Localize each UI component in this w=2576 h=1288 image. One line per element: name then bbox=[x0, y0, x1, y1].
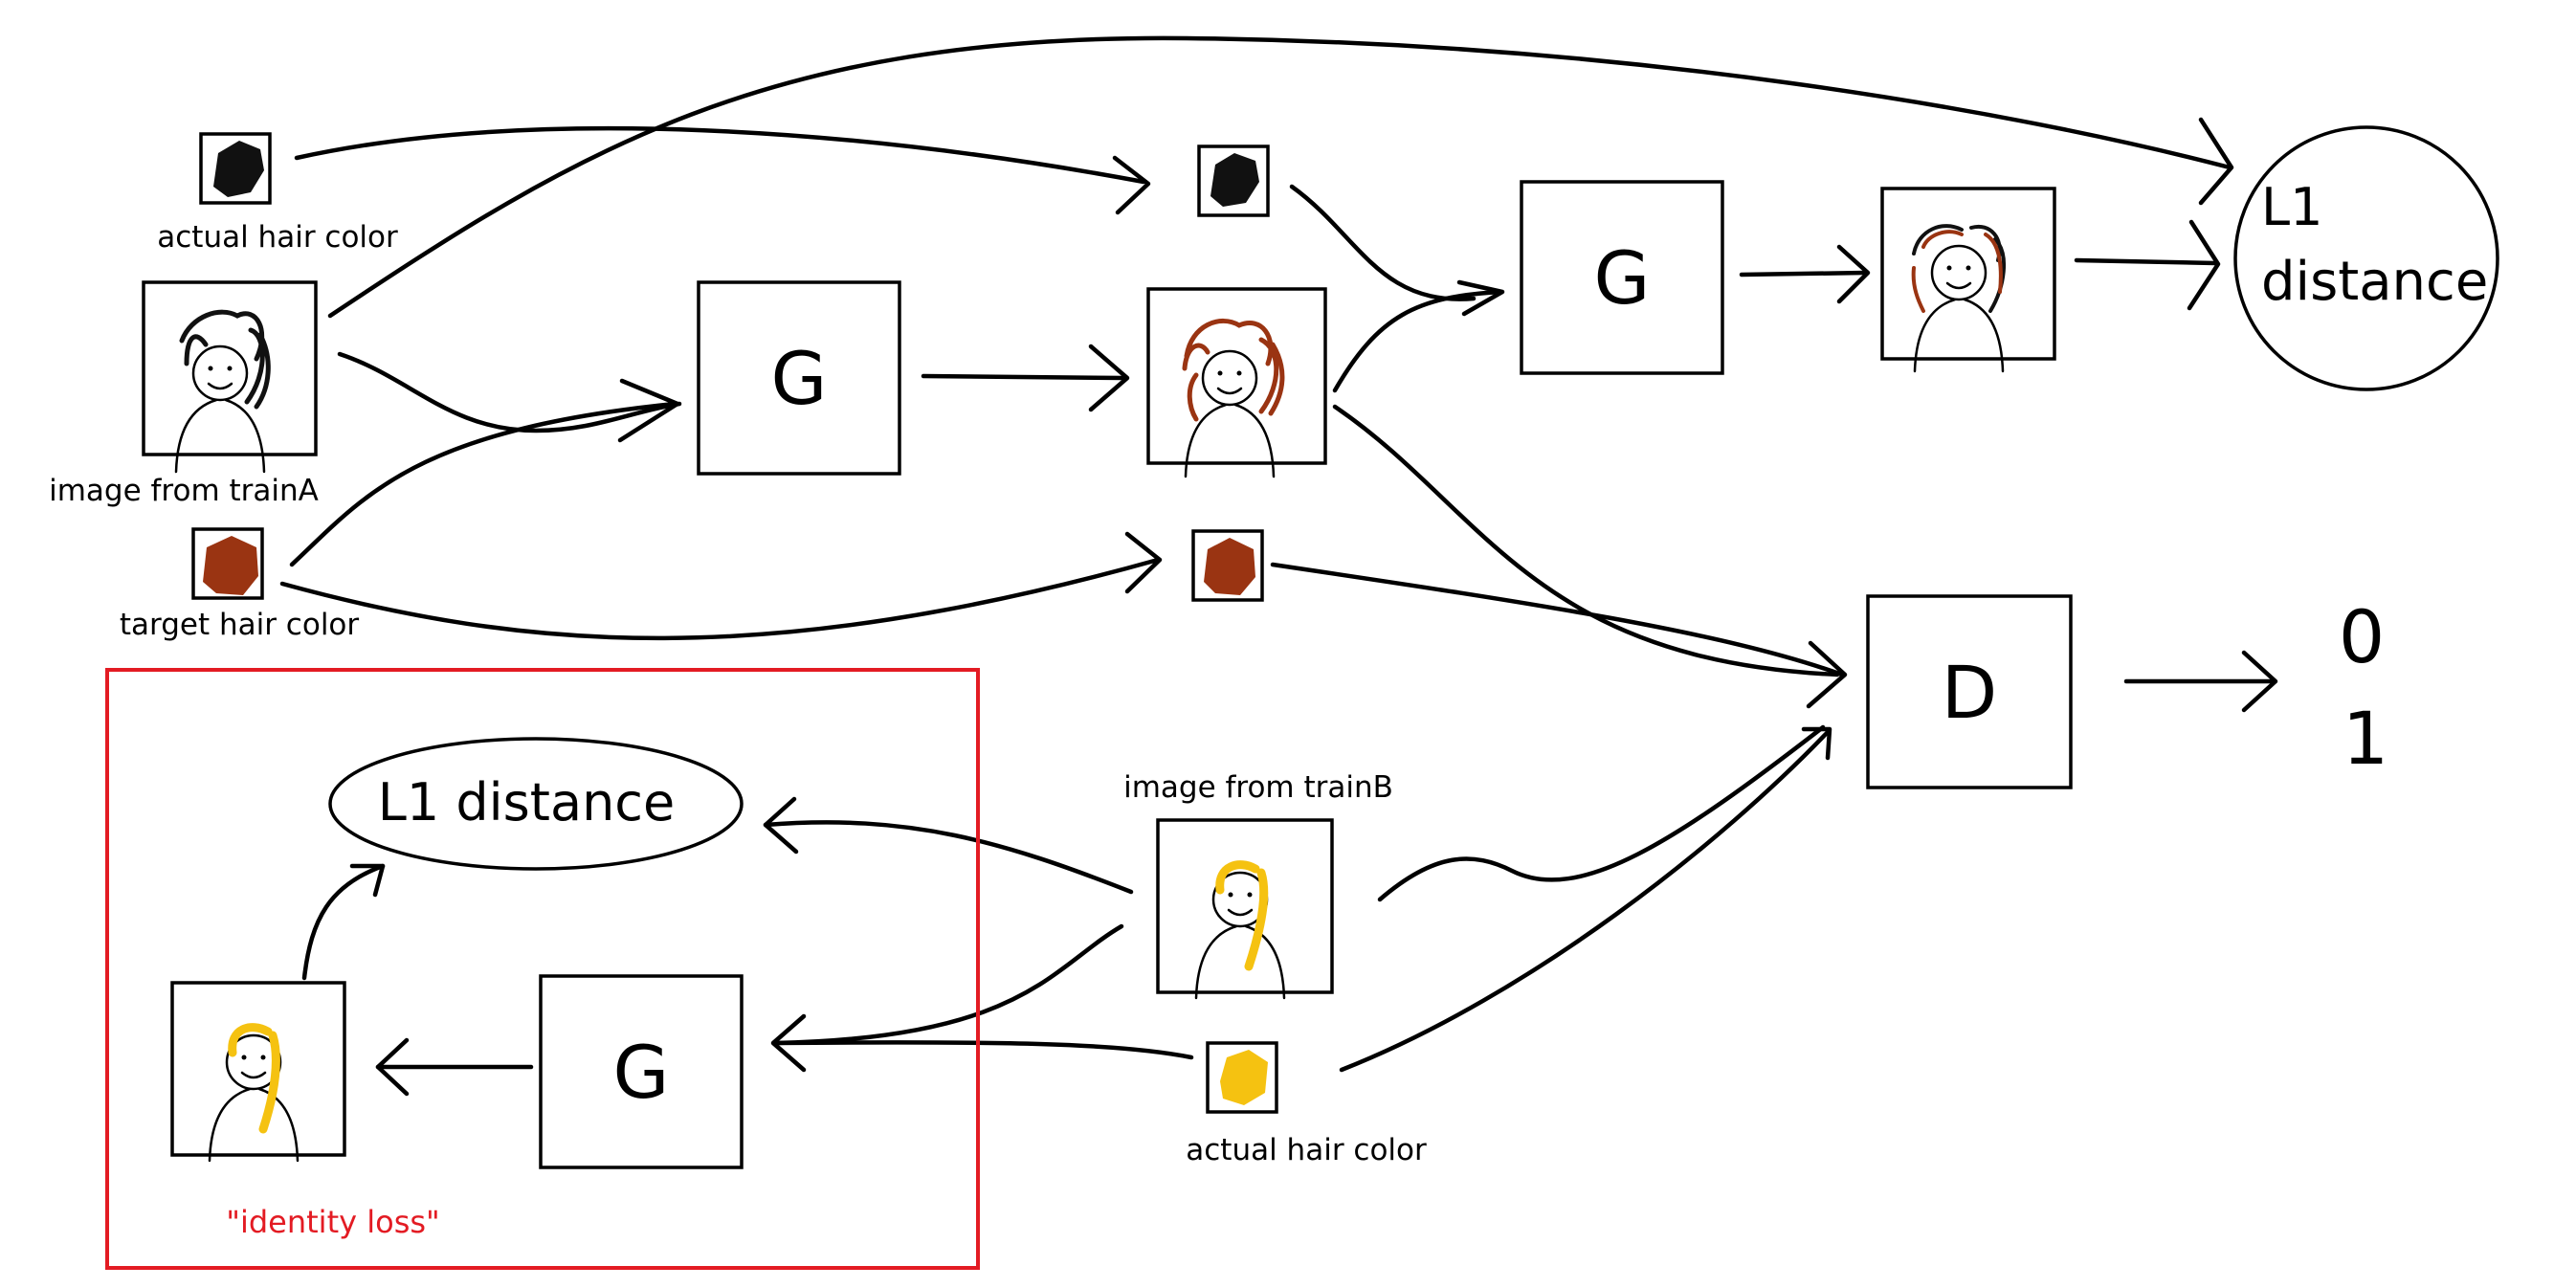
arrow-head bbox=[1112, 155, 1151, 215]
arrow-actual-color-to-g2 bbox=[1289, 184, 1477, 301]
arrow-head bbox=[1836, 244, 1871, 304]
arrow-head bbox=[763, 796, 799, 855]
actual-hair-color-label-b: actual hair color bbox=[1186, 1133, 1427, 1167]
image-from-trainb-label: image from trainB bbox=[1123, 770, 1393, 805]
svg-text:distance: distance bbox=[2261, 251, 2488, 313]
identity-output-image bbox=[170, 981, 346, 1163]
arrow-fake-to-d bbox=[1332, 404, 1840, 677]
arrow-head bbox=[2187, 219, 2221, 311]
actual-hair-color-swatch-a bbox=[199, 132, 272, 205]
arrow-actual-color-b-to-g3 bbox=[772, 1040, 1194, 1060]
arrow-actual-color-to-reconstruction-input bbox=[294, 125, 1146, 185]
arrow-head bbox=[1124, 531, 1163, 594]
actual-hair-color-label-a: actual hair color bbox=[157, 220, 398, 255]
arrow-fake-color-to-d bbox=[1270, 562, 1845, 677]
arrow-target-color-to-g1 bbox=[289, 401, 677, 567]
arrow-actual-color-b-to-d bbox=[1339, 729, 1831, 1073]
arrow-trainb-to-d bbox=[1377, 724, 1826, 902]
actual-hair-color-swatch-copy bbox=[1197, 144, 1270, 217]
generated-image-brown-hair bbox=[1146, 287, 1327, 478]
image-from-traina bbox=[142, 280, 318, 474]
discriminator-output-1: 1 bbox=[2343, 696, 2388, 781]
generator-g2: G bbox=[1520, 180, 1724, 375]
target-hair-color-swatch bbox=[191, 527, 264, 600]
target-hair-color-label: target hair color bbox=[120, 608, 360, 642]
connection-arrows bbox=[279, 35, 2278, 1097]
arrow-reconstruction-to-l1 bbox=[2074, 257, 2218, 266]
arrow-g2-to-reconstruction bbox=[1739, 270, 1869, 278]
arrow-head bbox=[1456, 279, 1505, 317]
arrow-head bbox=[1806, 640, 1848, 709]
arrow-traina-to-l1 bbox=[327, 35, 2232, 319]
arrow-head bbox=[1801, 726, 1832, 761]
reconstructed-image bbox=[1880, 187, 2056, 373]
arrow-head bbox=[617, 378, 680, 443]
arrow-head bbox=[349, 863, 386, 898]
identity-loss-highlight-box bbox=[105, 668, 980, 1270]
discriminator-output-0: 0 bbox=[2339, 594, 2385, 679]
arrow-g1-to-fake bbox=[921, 373, 1127, 381]
actual-hair-color-swatch-b bbox=[1206, 1041, 1278, 1114]
generator-g1: G bbox=[697, 280, 901, 476]
discriminator-d: D bbox=[1866, 594, 2073, 789]
svg-text:G: G bbox=[771, 336, 828, 421]
arrow-fake-to-g2 bbox=[1332, 289, 1503, 393]
target-hair-color-swatch-copy bbox=[1191, 529, 1264, 602]
arrow-trainb-to-g3 bbox=[772, 923, 1124, 1046]
arrow-trainb-to-l1-identity bbox=[763, 820, 1134, 895]
generator-g3: G bbox=[539, 974, 744, 1169]
svg-text:L1: L1 bbox=[2261, 177, 2322, 237]
arrow-head bbox=[2198, 117, 2234, 206]
identity-loss-label: "identity loss" bbox=[226, 1204, 440, 1240]
arrow-head bbox=[770, 1013, 807, 1073]
arrow-head bbox=[2241, 650, 2278, 713]
arrow-head bbox=[1088, 344, 1130, 412]
l1-distance-identity-loss: L1 distance bbox=[328, 737, 744, 871]
svg-text:L1 distance: L1 distance bbox=[378, 772, 675, 833]
image-from-trainb bbox=[1156, 818, 1334, 1000]
svg-text:G: G bbox=[1594, 235, 1651, 321]
arrow-target-color-to-fake-color bbox=[279, 557, 1161, 641]
image-from-traina-label: image from trainA bbox=[49, 474, 319, 508]
arrow-identity-output-to-l1 bbox=[301, 863, 386, 981]
svg-text:D: D bbox=[1942, 650, 1998, 735]
svg-text:G: G bbox=[613, 1030, 670, 1115]
arrow-head bbox=[375, 1037, 410, 1097]
l1-distance-cycle-loss: L1 distance bbox=[2233, 125, 2499, 391]
arrow-traina-to-g1 bbox=[337, 351, 682, 433]
